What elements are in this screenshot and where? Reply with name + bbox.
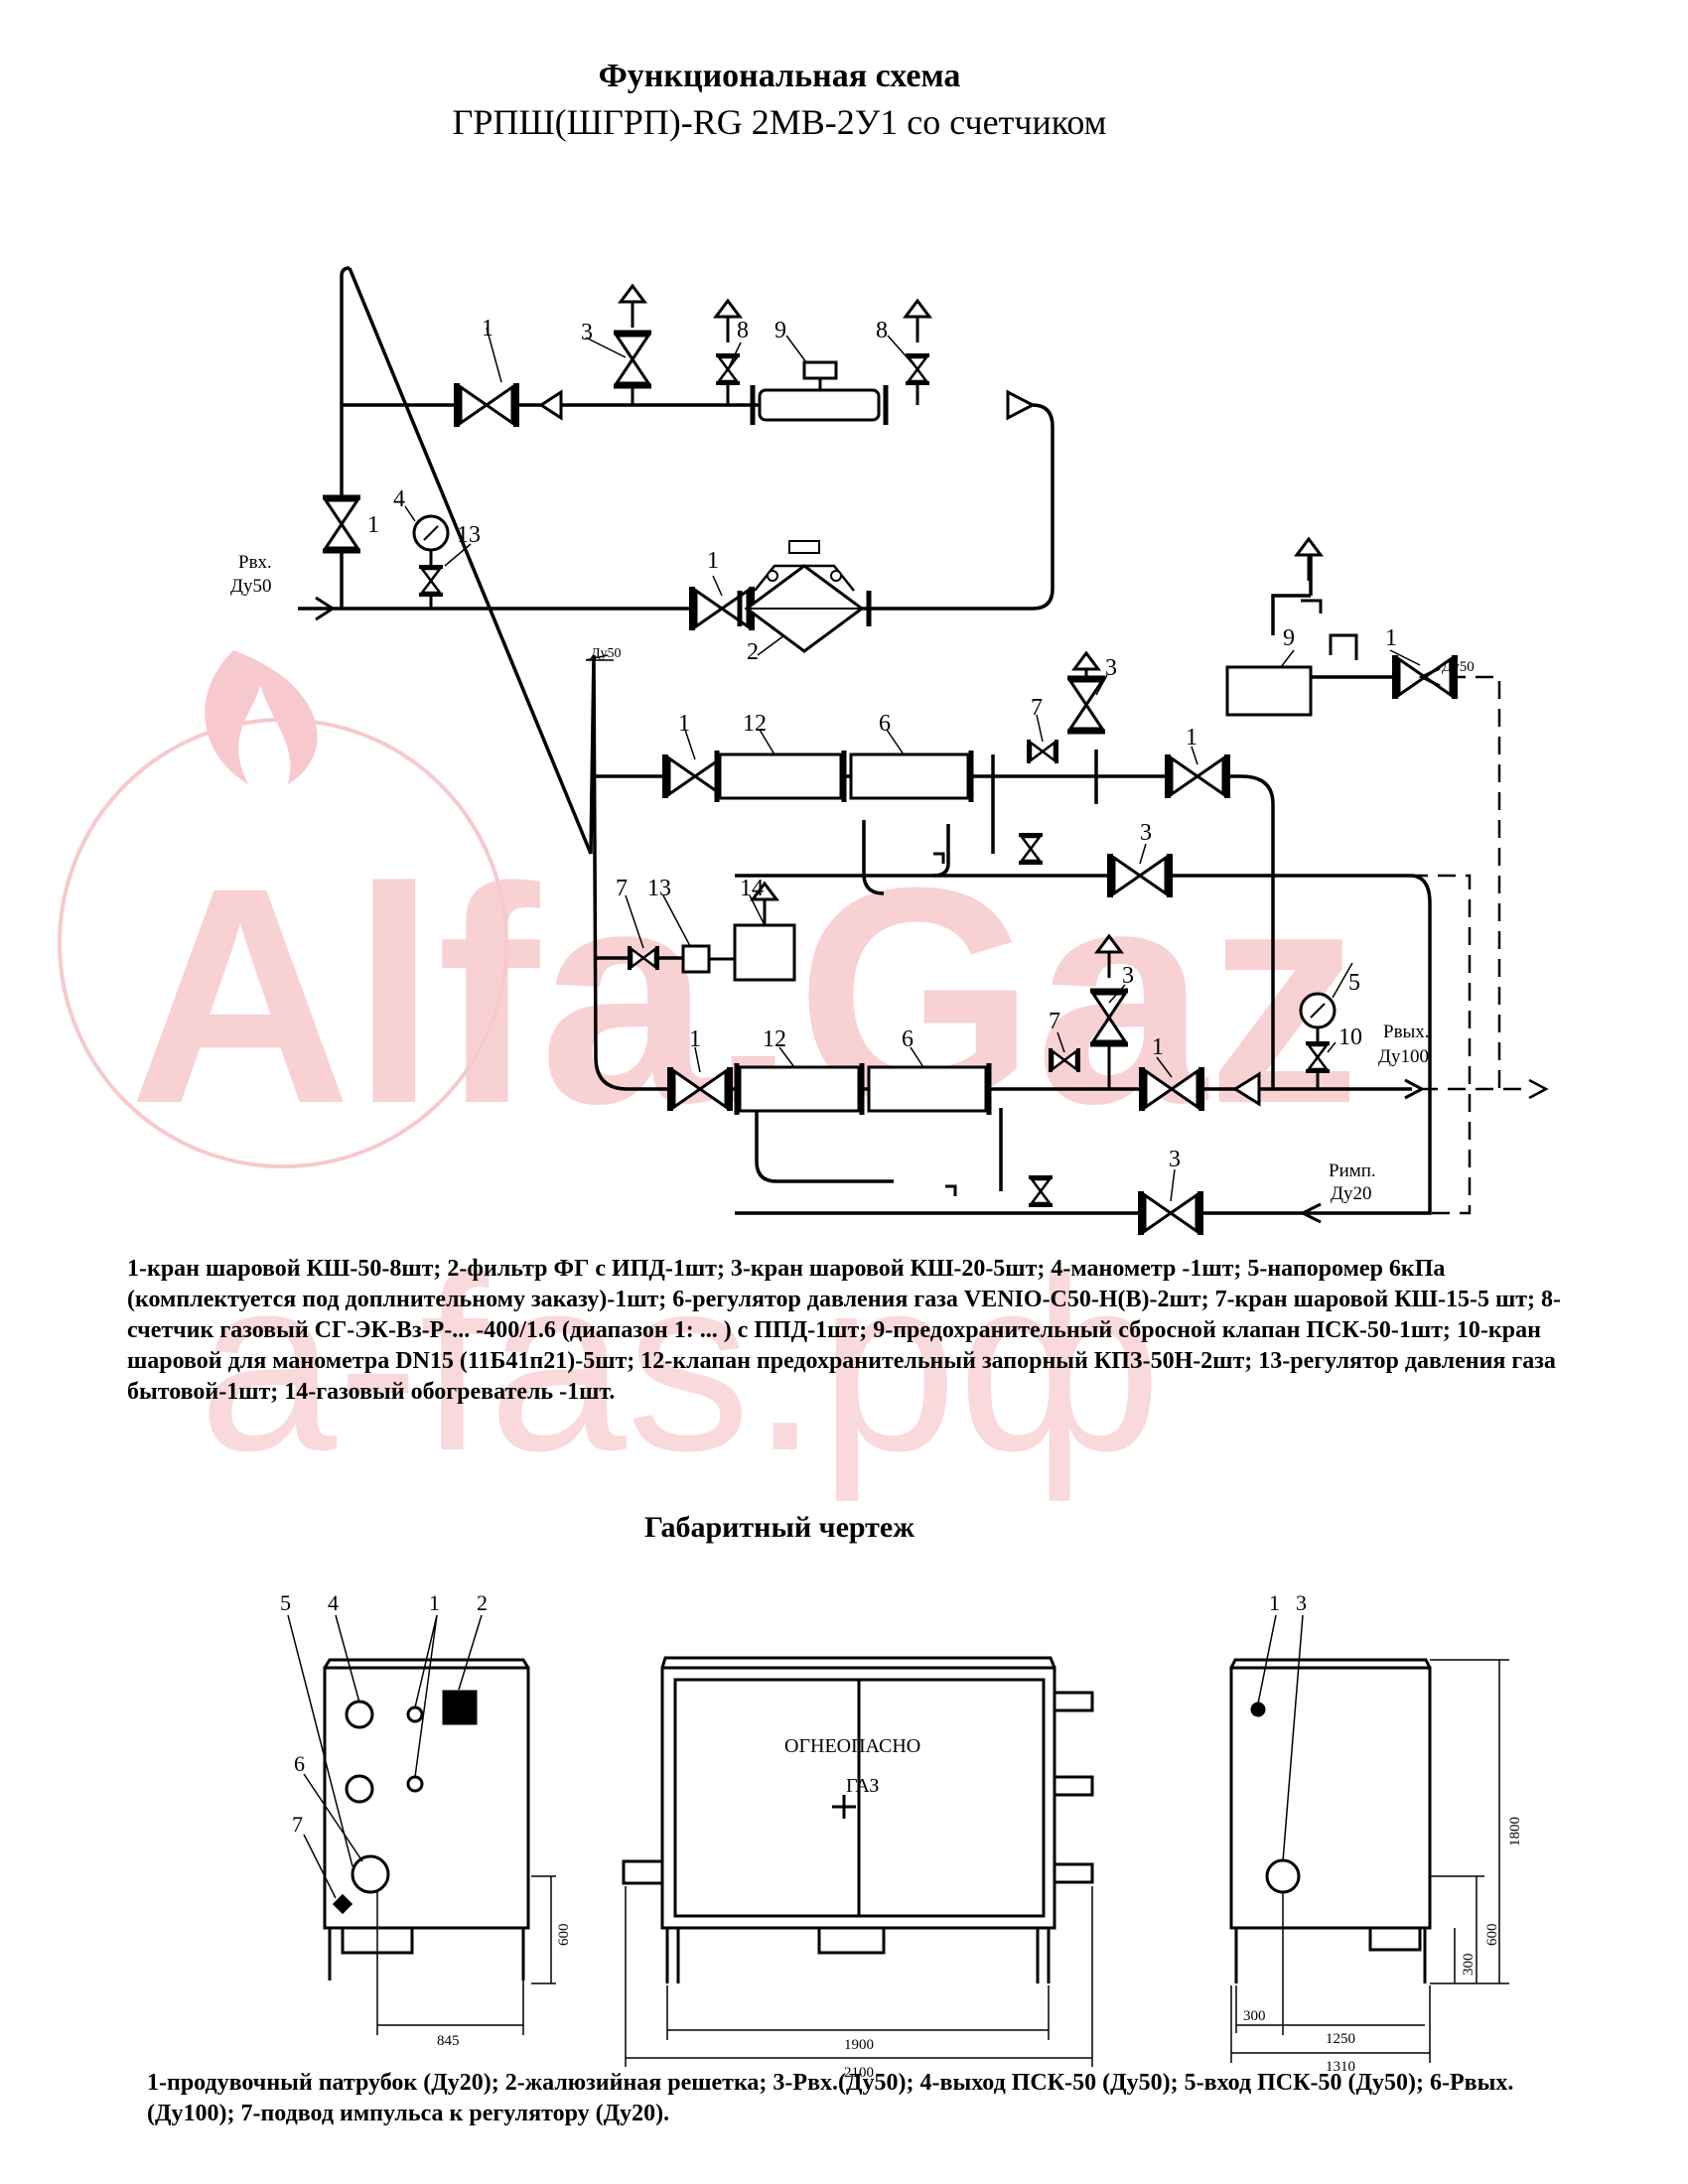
label-pout: Рвых.: [1383, 1022, 1430, 1042]
callout-13: 13: [457, 522, 481, 548]
dim-600-left: 600: [556, 1924, 572, 1947]
callout-1: 1: [707, 548, 719, 574]
callout-12: 12: [743, 711, 767, 737]
label-pin-dn: Ду50: [230, 576, 271, 597]
dim-1250: 1250: [1326, 2031, 1355, 2047]
page-subtitle: ГРПШ(ШГРП)-RG 2МВ-2У1 со счетчиком: [452, 102, 1107, 142]
callout-1: 1: [1269, 1590, 1280, 1615]
callout-14: 14: [740, 876, 764, 901]
label-psk-dn: Ду50: [1442, 659, 1475, 675]
callout-7: 8: [737, 318, 749, 343]
callout-5: 5: [280, 1590, 291, 1615]
door-warning-2: ГАЗ: [846, 1775, 879, 1797]
label-pin: Рвх.: [238, 552, 272, 573]
callout-4: 4: [393, 486, 405, 512]
cabinet-side-left: [323, 1666, 530, 1930]
callout-7: 8: [876, 318, 888, 343]
callout-12: 12: [763, 1026, 786, 1052]
label-diag-dn: Ду50: [591, 646, 622, 661]
inlet-arrow-icon: [298, 596, 336, 621]
callout-6: 6: [879, 711, 891, 737]
gabarit-legend: 1-продувочный патрубок (Ду20); 2-жалюзий…: [147, 2070, 1514, 2126]
dim-1900: 1900: [844, 2037, 874, 2053]
callout-3: 3: [1169, 1147, 1181, 1172]
callout-6: 6: [294, 1751, 305, 1776]
watermark-flame-icon: [205, 650, 318, 784]
callout-13: 13: [647, 876, 671, 901]
callout-7: 7: [616, 876, 628, 901]
door-warning-1: ОГНЕОПАСНО: [784, 1735, 920, 1757]
callout-1: 1: [1385, 625, 1397, 651]
dim-1800: 1800: [1507, 1817, 1523, 1846]
callout-1: 1: [1186, 725, 1197, 751]
callout-1: 1: [429, 1590, 440, 1615]
callout-6: 6: [902, 1026, 914, 1052]
callout-1: 1: [367, 512, 379, 538]
cabinet-side-right: [1229, 1666, 1432, 1930]
callout-1: 1: [689, 1026, 701, 1052]
dim-1310: 1310: [1326, 2059, 1355, 2075]
dim-300-vertical: 300: [1461, 1954, 1477, 1977]
callout-1: 1: [1152, 1034, 1164, 1060]
filter-icon: [737, 540, 872, 653]
callout-9: 9: [1283, 625, 1295, 651]
callout-7: 7: [1049, 1009, 1060, 1034]
callout-7: 7: [1031, 695, 1043, 721]
page-title: Функциональная схема: [598, 58, 961, 94]
callout-10: 10: [1338, 1024, 1362, 1050]
dim-845: 845: [437, 2033, 460, 2049]
callout-2: 2: [747, 639, 759, 665]
callout-4: 4: [328, 1590, 339, 1615]
callout-8: 9: [774, 318, 786, 343]
scheme-legend: 1-кран шаровой КШ-50-8шт; 2-фильтр ФГ с …: [127, 1256, 1561, 1405]
callout-7: 7: [292, 1812, 303, 1837]
label-pimp-dn: Ду20: [1331, 1183, 1371, 1204]
dim-600-right: 600: [1484, 1924, 1500, 1947]
dim-300-horizontal: 300: [1243, 2008, 1266, 2024]
callout-2: 2: [477, 1590, 488, 1615]
callout-3: 3: [1122, 963, 1134, 989]
label-pimp: Римп.: [1329, 1160, 1376, 1181]
callout-3: 3: [1105, 655, 1117, 681]
dim-2100: 2100: [844, 2065, 874, 2081]
callout-3: 3: [1296, 1590, 1307, 1615]
gas-meter-icon: [750, 360, 889, 425]
callout-5: 5: [1348, 970, 1360, 996]
callout-3: 3: [1140, 820, 1152, 846]
gabarit-title: Габаритный чертеж: [644, 1511, 914, 1544]
label-pout-dn: Ду100: [1378, 1046, 1429, 1067]
callout-1: 1: [482, 316, 493, 341]
watermark-text-url: a-fas.рф: [199, 1225, 1162, 1502]
callout-3: 3: [581, 320, 593, 345]
callout-1: 1: [678, 711, 690, 737]
